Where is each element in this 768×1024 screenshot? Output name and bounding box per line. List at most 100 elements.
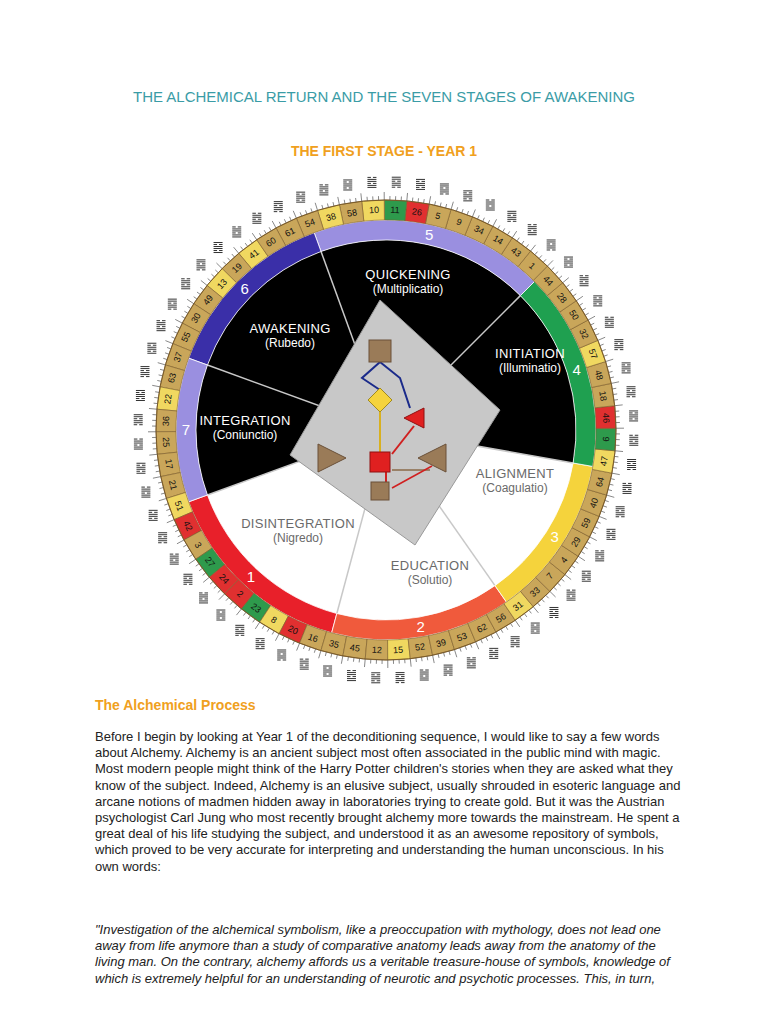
hexagram-line (547, 249, 551, 250)
hexagram-line (168, 307, 177, 308)
gate-number: 25 (161, 437, 172, 448)
degree-tick (542, 599, 545, 602)
degree-tick (160, 369, 164, 370)
hexagram-line (396, 678, 405, 679)
hexagram-line (511, 646, 515, 647)
hexagram-line (371, 674, 375, 675)
hexagram-line (170, 562, 179, 563)
hexagram-line (149, 516, 158, 517)
hexagram-line (549, 613, 558, 614)
gate-number: 64 (594, 476, 606, 488)
hexagram-line (261, 640, 265, 641)
hexagram-line (300, 661, 309, 662)
degree-tick (353, 658, 355, 662)
hexagram-line (396, 682, 400, 683)
hexagram-line (181, 278, 185, 279)
hexagram-line (580, 277, 589, 278)
gate-number: 17 (163, 458, 174, 469)
hexagram-line (531, 627, 540, 628)
hexagram-line (214, 242, 223, 243)
hexagram-line (533, 224, 537, 225)
hexagram-line (319, 184, 323, 185)
hexagram-line (199, 598, 203, 599)
gate-cell (321, 631, 347, 655)
hexagram-line (302, 194, 306, 195)
stage-sector: EDUCATION(Solutio) (391, 558, 469, 587)
hexagram-line (142, 465, 146, 466)
degree-tick (584, 547, 587, 549)
degree-tick (462, 209, 463, 213)
hexagram-line (199, 592, 203, 593)
hexagram-line (489, 650, 493, 651)
hexagram-line (614, 339, 623, 340)
hexagram-line (620, 343, 624, 344)
degree-tick (616, 428, 624, 429)
hexagram-line (528, 234, 537, 235)
degree-tick (508, 231, 510, 234)
hexagram-line (463, 196, 472, 197)
hexagram-line (181, 286, 190, 287)
degree-tick (218, 590, 221, 593)
hexagram-line (329, 674, 333, 675)
hexagram-line (547, 239, 556, 240)
hexagram-line (392, 181, 396, 182)
degree-tick (164, 504, 168, 505)
spleen-center (318, 444, 346, 472)
hexagram-line (371, 680, 375, 681)
hexagram-line (296, 196, 305, 197)
hexagram-line (196, 265, 205, 266)
hexagram-line (606, 531, 610, 532)
hexagram-line (196, 259, 205, 260)
degree-tick (616, 422, 620, 423)
hexagram-line (595, 552, 604, 553)
degree-tick (167, 520, 174, 523)
hexagram-line (632, 396, 636, 397)
degree-tick (570, 289, 573, 291)
degree-tick (226, 598, 229, 601)
hexagram-line (300, 665, 304, 666)
hexagram-line (616, 508, 625, 509)
hexagram-line (154, 512, 158, 513)
gate-number: 52 (414, 642, 425, 653)
hexagram-line (623, 493, 632, 494)
hexagram-line (567, 592, 576, 593)
hexagram-line (183, 576, 192, 577)
hexagram-line (593, 297, 597, 298)
hexagram-line (507, 211, 516, 212)
hexagram-line (256, 644, 265, 645)
hexagram-line (258, 213, 262, 214)
stage-name: INTEGRATION (199, 413, 290, 428)
degree-tick (275, 634, 279, 641)
hexagram-line (614, 345, 623, 346)
degree-tick (194, 297, 197, 299)
degree-tick (235, 605, 238, 608)
degree-tick (201, 280, 207, 285)
gate-number: 46 (600, 412, 611, 423)
hexagram-line (205, 592, 209, 593)
hexagram-line (507, 219, 516, 220)
hexagram-line (373, 183, 377, 184)
degree-tick (159, 498, 167, 500)
hexagram-line (136, 469, 145, 470)
hexagram-line (635, 418, 639, 419)
hexagram-line (595, 560, 604, 561)
hexagram-line (627, 386, 636, 387)
degree-tick (612, 473, 620, 475)
degree-tick (470, 644, 471, 648)
hexagram-line (134, 420, 143, 421)
degree-tick (547, 260, 553, 266)
hexagram-line (444, 673, 453, 674)
hexagram-line (183, 580, 192, 581)
hexagram-line (136, 394, 145, 395)
hexagram-line (323, 674, 327, 675)
degree-tick (215, 270, 218, 273)
hexagram-line (595, 550, 599, 551)
hexagram-line (136, 467, 145, 468)
hexagram-line (371, 682, 380, 683)
hexagram-line (420, 678, 429, 679)
degree-tick (496, 632, 500, 639)
degree-tick (199, 568, 202, 570)
degree-tick (219, 594, 225, 600)
hexagram-line (157, 330, 166, 331)
degree-tick (341, 656, 343, 664)
